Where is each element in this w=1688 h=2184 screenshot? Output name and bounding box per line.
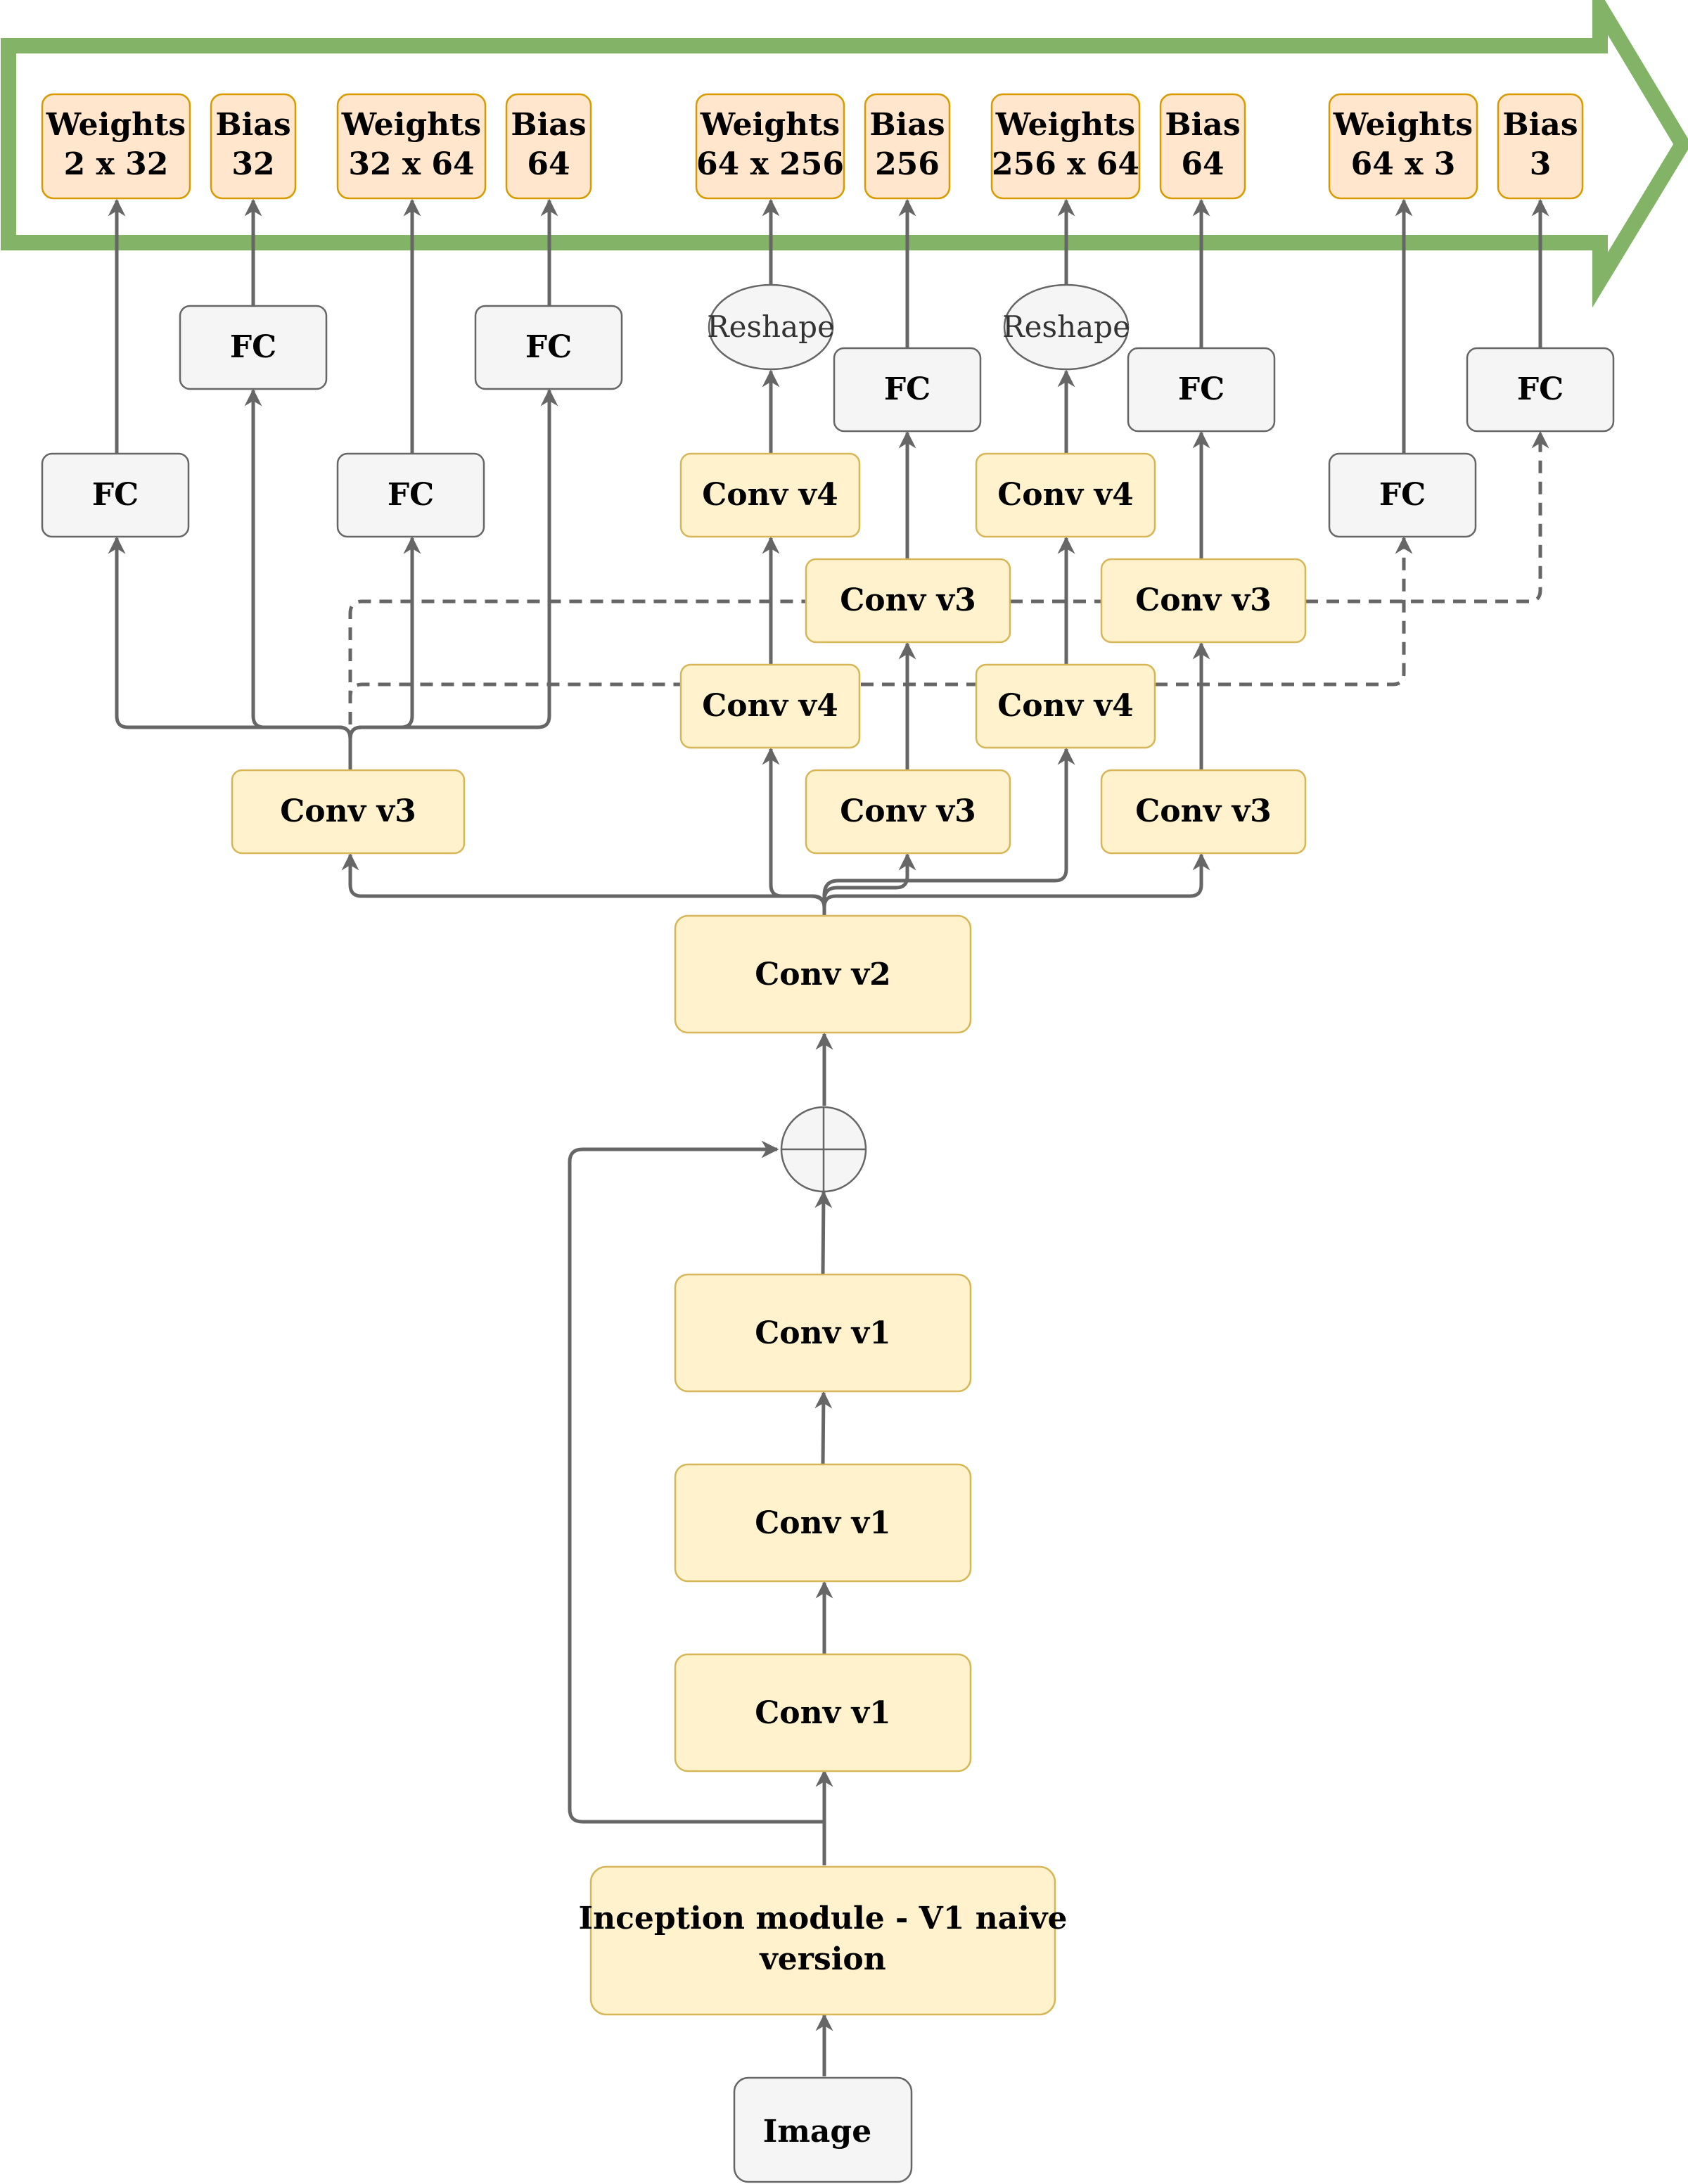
- reshape-label: Reshape: [707, 309, 835, 344]
- output-line1: Bias: [1165, 107, 1240, 143]
- conv-v1-node: Conv v1: [674, 1653, 972, 1773]
- output-line1: Weights: [1333, 107, 1473, 143]
- fc-label: FC: [92, 477, 139, 513]
- image-label: Image: [763, 2114, 871, 2150]
- fc-node: FC: [336, 452, 485, 538]
- output-line2: 64: [527, 146, 570, 182]
- conv-v1-node: Conv v1: [674, 1273, 972, 1393]
- reshape-node: Reshape: [707, 283, 835, 371]
- conv-v4-node: Conv v4: [679, 452, 861, 538]
- conv-v3-label: Conv v3: [1135, 582, 1271, 618]
- fc-node: FC: [1466, 347, 1615, 433]
- conv-v4-label: Conv v4: [702, 688, 838, 724]
- output-bias-256: Bias 256: [864, 93, 951, 200]
- output-weights-2x32: Weights 2 x 32: [41, 93, 191, 200]
- output-weights-32x64: Weights 32 x 64: [336, 93, 487, 200]
- output-line2: 256: [875, 146, 940, 182]
- output-bias-64: Bias 64: [505, 93, 592, 200]
- output-line1: Bias: [511, 107, 586, 143]
- conv-v4-label: Conv v4: [702, 477, 838, 513]
- output-line2: 64 x 256: [696, 146, 844, 182]
- fc-layers: FC FC FC FC FC FC FC FC: [41, 305, 1615, 538]
- conv-v3-node: Conv v3: [805, 558, 1011, 644]
- output-parameters: Weights 2 x 32 Bias 32 Weights 32 x 64 B…: [41, 93, 1584, 200]
- output-line2: 32 x 64: [348, 146, 474, 182]
- fc-node: FC: [1127, 347, 1276, 433]
- conv-v4-node: Conv v4: [679, 663, 861, 749]
- fc-label: FC: [884, 371, 931, 407]
- fc-node: FC: [1328, 452, 1477, 538]
- output-line2: 32: [231, 146, 274, 182]
- fc-label: FC: [388, 477, 434, 513]
- conv-v1-label: Conv v1: [755, 1505, 890, 1541]
- conv-v2-node: Conv v2: [674, 914, 972, 1034]
- output-bias-64b: Bias 64: [1159, 93, 1246, 200]
- conv-v4-label: Conv v4: [997, 688, 1133, 724]
- image-input-node: Image: [733, 2076, 913, 2183]
- output-line1: Weights: [995, 107, 1135, 143]
- output-line2: 2 x 32: [64, 146, 169, 182]
- output-bias-32: Bias 32: [210, 93, 297, 200]
- output-line1: Weights: [46, 107, 186, 143]
- inception-module-node: Inception module - V1 naive version: [579, 1865, 1068, 2016]
- output-banner-arrow: [1, 0, 1688, 308]
- reshape-node: Reshape: [1002, 283, 1130, 371]
- conv-v3-node: Conv v3: [1100, 558, 1307, 644]
- fc-label: FC: [1178, 371, 1225, 407]
- conv-v2-label: Conv v2: [755, 957, 890, 992]
- fc-node: FC: [179, 305, 328, 390]
- fc-label: FC: [525, 329, 572, 365]
- conv-v3-label: Conv v3: [840, 582, 976, 618]
- conv-v1-node: Conv v1: [674, 1463, 972, 1583]
- fc-node: FC: [833, 347, 982, 433]
- inception-line2: version: [759, 1941, 886, 1977]
- conv-v4-label: Conv v4: [997, 477, 1133, 513]
- output-line1: Bias: [215, 107, 290, 143]
- conv-v3-layers: Conv v3 Conv v3 Conv v3 Conv v3 Conv v3: [231, 558, 1307, 855]
- fc-node: FC: [41, 452, 190, 538]
- output-line2: 256 x 64: [992, 146, 1139, 182]
- output-line2: 64 x 3: [1351, 146, 1456, 182]
- conv-v3-node: Conv v3: [1100, 769, 1307, 855]
- conv-v3-node: Conv v3: [231, 769, 466, 855]
- reshape-nodes: Reshape Reshape: [707, 283, 1130, 371]
- conv-v3-label: Conv v3: [280, 793, 416, 829]
- conv-v4-layers: Conv v4 Conv v4 Conv v4 Conv v4: [679, 452, 1156, 749]
- conv-v4-node: Conv v4: [975, 452, 1156, 538]
- output-weights-64x3: Weights 64 x 3: [1328, 93, 1478, 200]
- output-weights-64x256: Weights 64 x 256: [695, 93, 845, 200]
- output-line2: 64: [1181, 146, 1224, 182]
- conv-v1-layers: Conv v1 Conv v1 Conv v1: [674, 1273, 972, 1773]
- fc-label: FC: [230, 329, 276, 365]
- fc-label: FC: [1517, 371, 1564, 407]
- output-line2: 3: [1530, 146, 1552, 182]
- conv-v4-node: Conv v4: [975, 663, 1156, 749]
- conv-v3-node: Conv v3: [805, 769, 1011, 855]
- output-weights-256x64: Weights 256 x 64: [990, 93, 1141, 200]
- fc-node: FC: [474, 305, 623, 390]
- output-line1: Weights: [341, 107, 481, 143]
- sum-node: [780, 1106, 867, 1193]
- output-line1: Bias: [869, 107, 945, 143]
- reshape-label: Reshape: [1002, 309, 1130, 344]
- inception-line1: Inception module - V1 naive: [579, 1901, 1068, 1936]
- conv-v1-label: Conv v1: [755, 1315, 890, 1351]
- conv-v3-label: Conv v3: [840, 793, 976, 829]
- output-line1: Weights: [700, 107, 840, 143]
- conv-v3-label: Conv v3: [1135, 793, 1271, 829]
- output-line1: Bias: [1502, 107, 1578, 143]
- edges: [108, 198, 1549, 2076]
- output-bias-3: Bias 3: [1497, 93, 1584, 200]
- fc-label: FC: [1379, 477, 1426, 513]
- conv-v1-label: Conv v1: [755, 1695, 890, 1731]
